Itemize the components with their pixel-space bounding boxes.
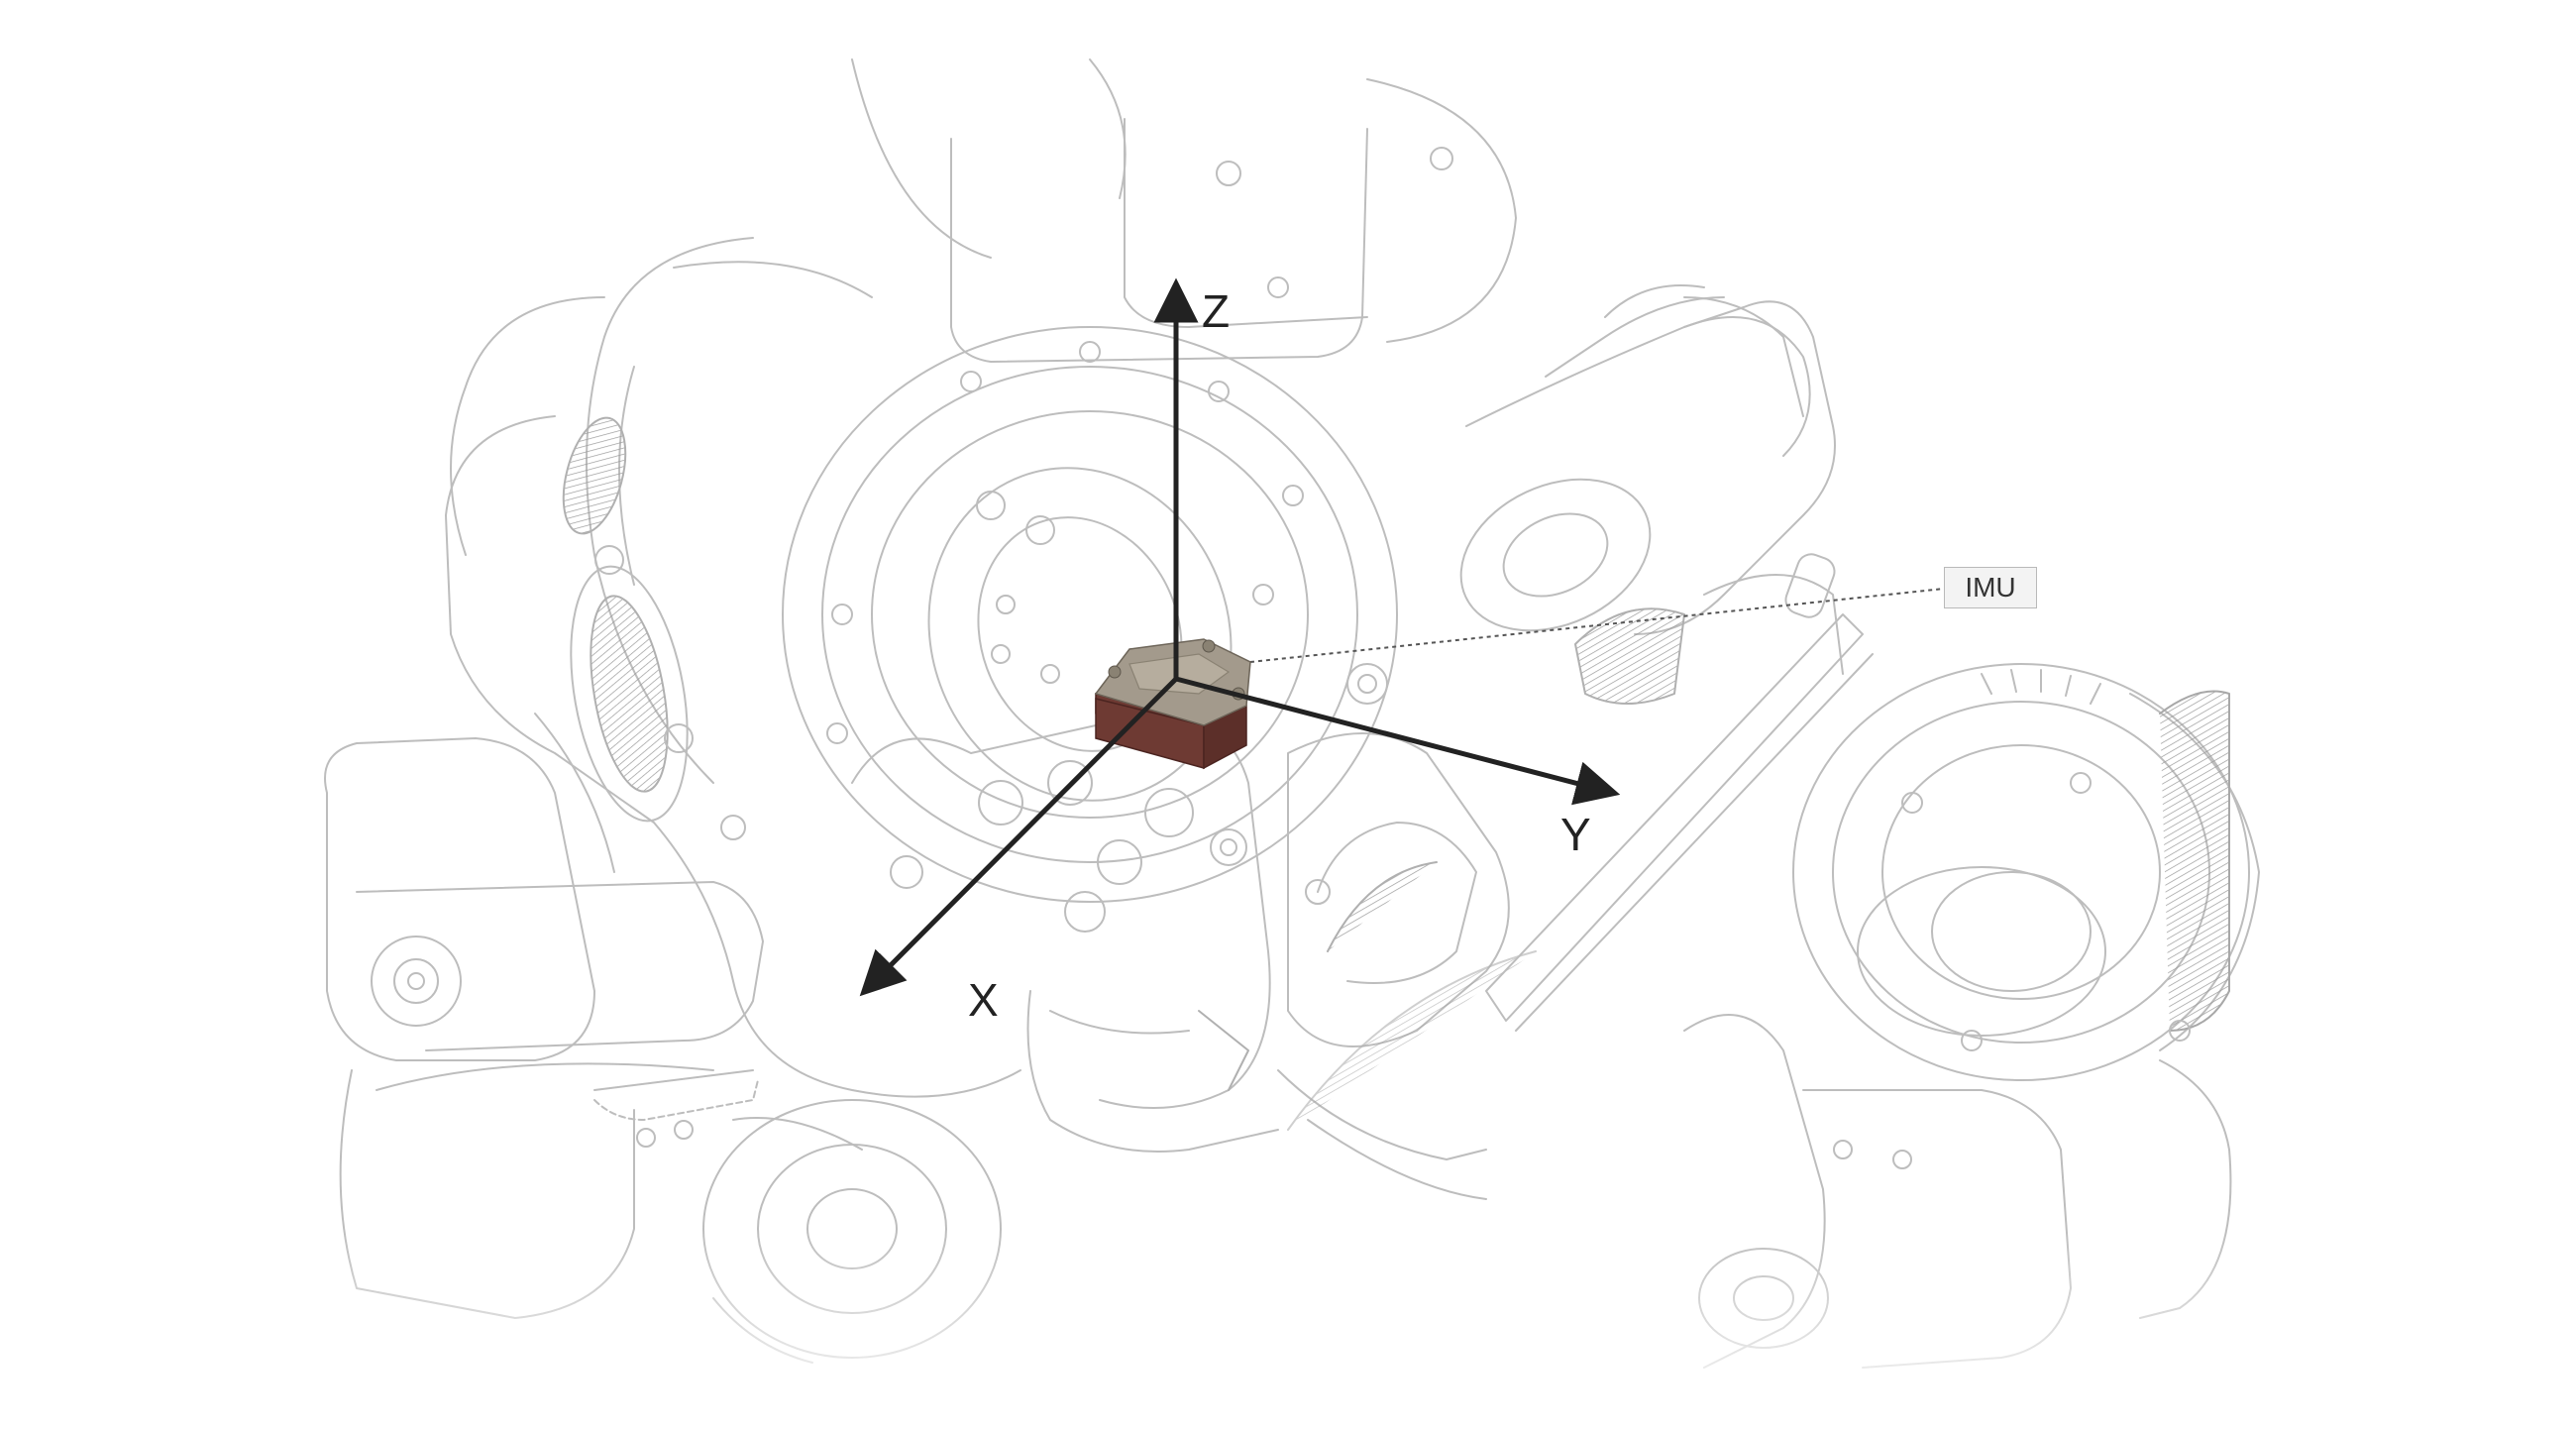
y-axis-arrow (1175, 676, 1621, 806)
coordinate-axes: Z Y X (859, 277, 1621, 1026)
y-axis-label: Y (1560, 809, 1591, 860)
x-axis-arrow (859, 677, 1178, 997)
robot-chassis-line-drawing-icon (324, 58, 2260, 1369)
x-axis-label: X (968, 974, 999, 1026)
imu-sensor-block-icon (1094, 638, 1251, 770)
bottom-fade (0, 1229, 2576, 1431)
imu-callout-label: IMU (1944, 567, 2037, 608)
imu-leader-line (1249, 588, 1945, 663)
z-axis-label: Z (1202, 285, 1230, 337)
